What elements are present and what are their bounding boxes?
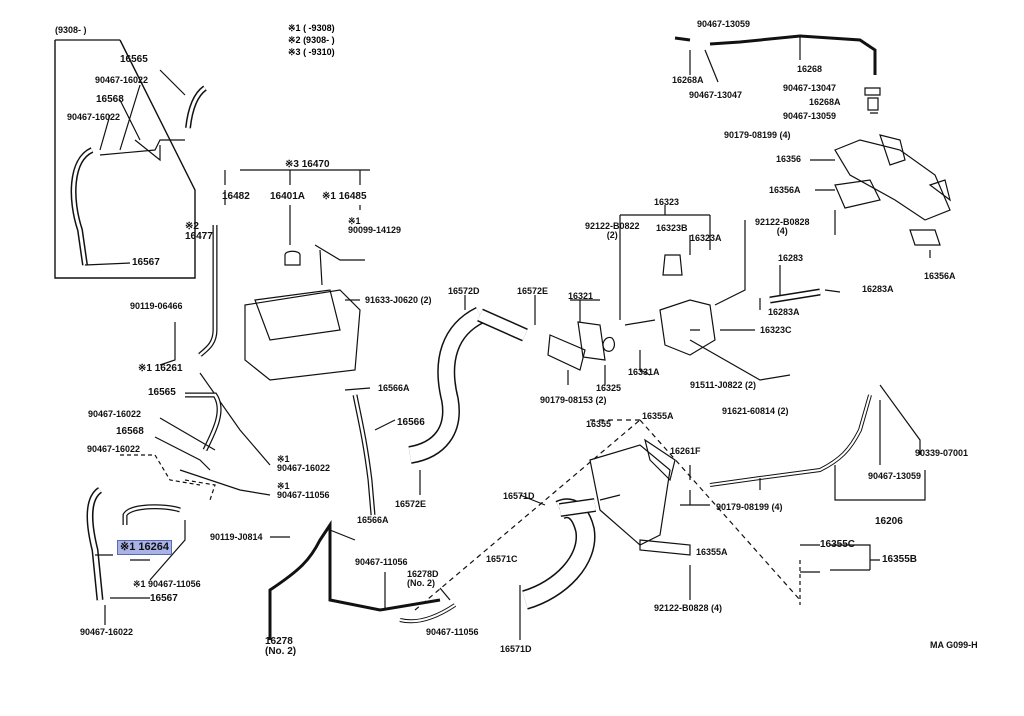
part-91633-J0620: 91633-J0620 (2) bbox=[365, 295, 432, 305]
part-90467-16022-inset-a: 90467-16022 bbox=[95, 75, 149, 85]
part-90467-13059-right: 90467-13059 bbox=[783, 111, 837, 121]
part-16567-lower: 16567 bbox=[150, 593, 178, 604]
part-92122-B0828-lower: 92122-B0828 (4) bbox=[654, 603, 723, 613]
part-90467-16022-lower-c: ※1 90467-16022 bbox=[277, 454, 331, 473]
part-16565-inset: 16565 bbox=[120, 54, 148, 65]
part-16355B: 16355B bbox=[882, 554, 918, 565]
part-90467-11056-a: ※1 90467-11056 bbox=[277, 481, 330, 500]
part-16401A: 16401A bbox=[270, 191, 306, 202]
part-91621-60814: 91621-60814 (2) bbox=[722, 406, 789, 416]
part-16278D: 16278D (No. 2) bbox=[407, 569, 439, 588]
part-16477: ※2 16477 bbox=[185, 221, 213, 242]
part-90467-13059-top: 90467-13059 bbox=[697, 19, 751, 29]
legend-item-1: ※1 ( -9308) bbox=[288, 23, 335, 33]
part-16470: ※3 16470 bbox=[285, 159, 330, 170]
part-90467-11056-b: ※1 90467-11056 bbox=[133, 579, 201, 589]
part-16571D-upper: 16571D bbox=[503, 491, 535, 501]
diagram-code: MA G099-H bbox=[930, 640, 978, 650]
part-16268A-right: 16268A bbox=[809, 97, 841, 107]
part-16283: 16283 bbox=[778, 253, 804, 263]
part-90467-16022-lower-a: 90467-16022 bbox=[88, 409, 142, 419]
part-16331A: 16331A bbox=[628, 367, 660, 377]
part-16355C: 16355C bbox=[820, 539, 856, 550]
part-16355A-upper: 16355A bbox=[642, 411, 674, 421]
part-16321: 16321 bbox=[568, 291, 594, 301]
part-16278: 16278 (No. 2) bbox=[265, 636, 297, 657]
part-90119-06466: 90119-06466 bbox=[130, 301, 183, 311]
part-16572E-upper: 16572E bbox=[517, 286, 549, 296]
part-90467-16022-bottom: 90467-16022 bbox=[80, 627, 134, 637]
part-90467-16022-lower-b: 90467-16022 bbox=[87, 444, 141, 454]
part-16566A-upper: 16566A bbox=[378, 383, 410, 393]
part-16356A-left: 16356A bbox=[769, 185, 801, 195]
inset-title: (9308- ) bbox=[55, 25, 87, 35]
part-16565-lower: 16565 bbox=[148, 387, 176, 398]
part-16356: 16356 bbox=[776, 154, 802, 164]
part-16264-highlighted[interactable]: ※1 16264 bbox=[117, 540, 172, 555]
part-16283A-right: 16283A bbox=[862, 284, 894, 294]
part-90099-14129: ※1 90099-14129 bbox=[348, 216, 402, 235]
legend-item-3: ※3 ( -9310) bbox=[288, 47, 335, 57]
part-16323A: 16323A bbox=[690, 233, 722, 243]
part-16572E-lower: 16572E bbox=[395, 499, 427, 509]
legend-item-2: ※2 (9308- ) bbox=[288, 35, 335, 45]
part-92122-B0822: 92122-B0822 (2) bbox=[585, 221, 640, 240]
part-16567-inset: 16567 bbox=[132, 257, 160, 268]
part-16566A-lower: 16566A bbox=[357, 515, 389, 525]
part-16568-lower: 16568 bbox=[116, 426, 144, 437]
part-16283A-lower: 16283A bbox=[768, 307, 800, 317]
part-90467-13047-left: 90467-13047 bbox=[689, 90, 743, 100]
part-16323: 16323 bbox=[654, 197, 680, 207]
part-16571C: 16571C bbox=[486, 554, 518, 564]
part-16356A-right: 16356A bbox=[924, 271, 956, 281]
part-90119-J0814: 90119-J0814 bbox=[210, 532, 263, 542]
part-16325: 16325 bbox=[596, 383, 622, 393]
part-90467-13059-lower: 90467-13059 bbox=[868, 471, 922, 481]
part-16566: 16566 bbox=[397, 417, 425, 428]
part-16572D: 16572D bbox=[448, 286, 480, 296]
part-16268: 16268 bbox=[797, 64, 823, 74]
part-90339-07001: 90339-07001 bbox=[915, 448, 969, 458]
part-16571D-lower: 16571D bbox=[500, 644, 532, 654]
part-16485: ※1 16485 bbox=[322, 191, 367, 202]
part-16355A-lower: 16355A bbox=[696, 547, 728, 557]
part-90179-08199-upper: 90179-08199 (4) bbox=[724, 130, 791, 140]
part-91511-J0822: 91511-J0822 (2) bbox=[690, 380, 757, 390]
part-90467-13047-right: 90467-13047 bbox=[783, 83, 837, 93]
part-16355: 16355 bbox=[586, 419, 612, 429]
part-16482: 16482 bbox=[222, 191, 250, 202]
part-16206: 16206 bbox=[875, 516, 903, 527]
part-90467-16022-inset-b: 90467-16022 bbox=[67, 112, 121, 122]
part-16323B: 16323B bbox=[656, 223, 688, 233]
part-16261F: 16261F bbox=[670, 446, 701, 456]
part-16268A-top: 16268A bbox=[672, 75, 704, 85]
part-16261: ※1 16261 bbox=[138, 363, 183, 374]
part-92122-B0828-upper: 92122-B0828 (4) bbox=[755, 217, 810, 236]
legend: ※1 ( -9308) ※2 (9308- ) ※3 ( -9310) bbox=[288, 22, 335, 58]
part-90179-08153: 90179-08153 (2) bbox=[540, 395, 607, 405]
part-16568-inset: 16568 bbox=[96, 94, 124, 105]
part-90179-08199-lower: 90179-08199 (4) bbox=[716, 502, 783, 512]
part-16323C: 16323C bbox=[760, 325, 792, 335]
part-90467-11056-c: 90467-11056 bbox=[355, 557, 408, 567]
part-90467-11056-d: 90467-11056 bbox=[426, 627, 479, 637]
